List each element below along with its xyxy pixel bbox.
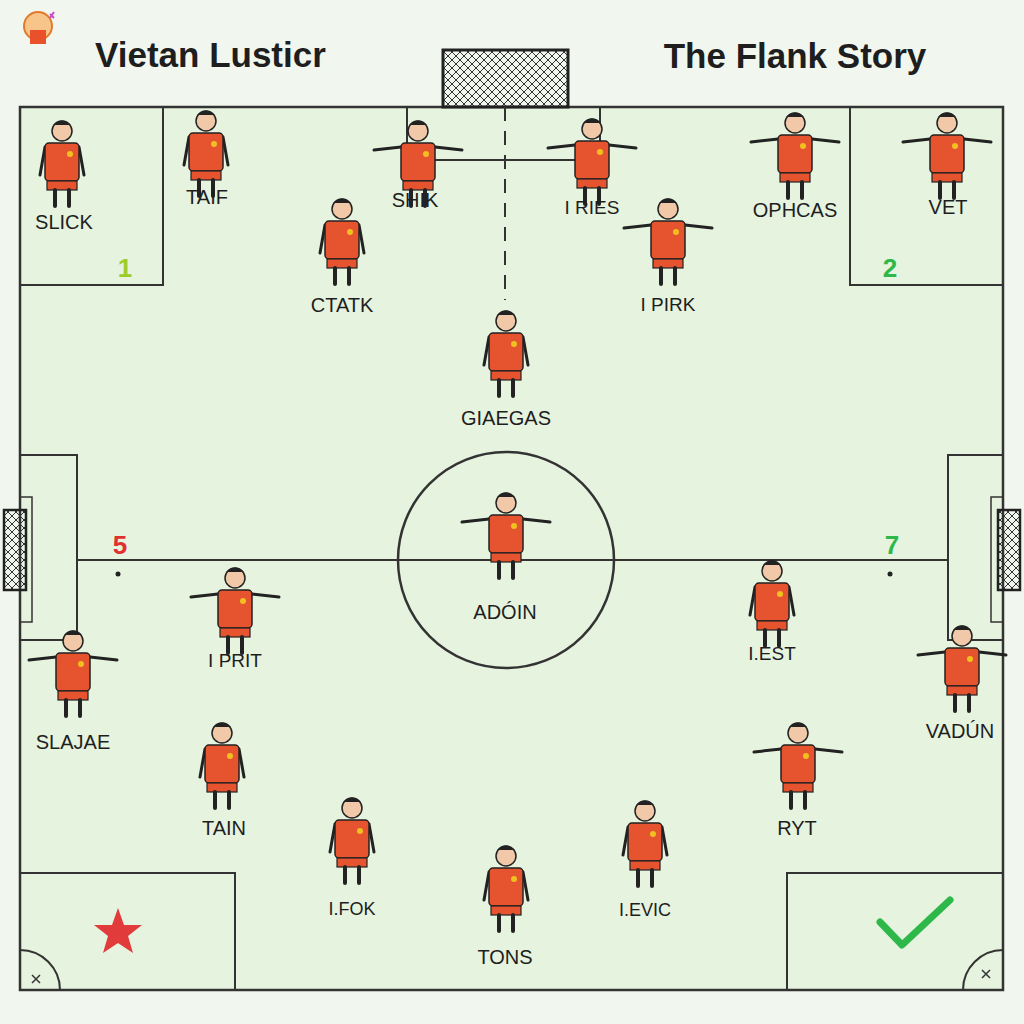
side-goal [4, 510, 26, 590]
player-figure [751, 113, 839, 199]
player-name: I PIRK [641, 295, 696, 314]
dashed-line [504, 107, 506, 300]
player-name: ADÓIN [473, 602, 536, 622]
corner-box [787, 873, 1003, 990]
player-figure [548, 119, 636, 205]
callout-number: 7 [885, 532, 899, 558]
player-name: VET [929, 197, 968, 217]
player-name: SHIK [392, 190, 439, 210]
player-figure [29, 631, 117, 717]
player-name: GIAEGAS [461, 408, 551, 428]
subtitle: The Flank Story [664, 38, 927, 73]
player-name: SLICK [35, 212, 93, 232]
star-icon [94, 908, 142, 953]
player-name: I PRIT [208, 651, 262, 670]
player-figure [903, 113, 991, 199]
centre-circle [398, 452, 614, 668]
pitch [20, 107, 1003, 990]
player-figure [624, 199, 712, 285]
corner-box [850, 107, 1003, 285]
side-box [948, 455, 1003, 640]
corner-box [20, 873, 235, 990]
player-name: VADÚN [926, 721, 995, 741]
player-figure [320, 199, 364, 285]
callout-number: 2 [883, 255, 897, 281]
player-figure [462, 493, 550, 579]
player-figure [200, 723, 244, 809]
check-icon [880, 900, 950, 945]
player-figure [484, 311, 528, 397]
callout-number: 1 [118, 255, 132, 281]
goal-area [407, 107, 600, 160]
top-goal [443, 50, 568, 107]
player-figure [40, 121, 84, 207]
spot [888, 572, 893, 577]
player-name: TAIN [202, 818, 246, 838]
player-name: I.EVIC [619, 901, 671, 919]
corner-arc [963, 950, 1003, 990]
corner-mark [982, 970, 990, 978]
player-name: SLAJAE [36, 732, 110, 752]
player-name: CTATK [311, 295, 374, 315]
player-name: RYT [777, 818, 817, 838]
spot [116, 572, 121, 577]
callout-number: 5 [113, 532, 127, 558]
player-figure [623, 801, 667, 887]
side-goal [998, 510, 1020, 590]
player-figure [754, 723, 842, 809]
title: Vietan Lusticr [95, 37, 326, 72]
player-figure [184, 111, 228, 197]
player-figure [191, 568, 279, 654]
player-name: I RIES [565, 198, 620, 217]
corner-arc [20, 950, 60, 990]
player-figure [330, 798, 374, 884]
player-name: TONS [477, 947, 532, 967]
player-name: I.EST [748, 644, 796, 663]
player-name: I.FOK [328, 900, 375, 918]
player-figure [750, 561, 794, 647]
corner-box [20, 107, 163, 285]
player-name: TAIF [186, 187, 228, 207]
player-figure [484, 846, 528, 932]
player-figure [918, 626, 1006, 712]
side-box [20, 455, 77, 640]
player-name: OPHCAS [753, 200, 837, 220]
logo [24, 12, 54, 44]
corner-mark [32, 975, 40, 983]
